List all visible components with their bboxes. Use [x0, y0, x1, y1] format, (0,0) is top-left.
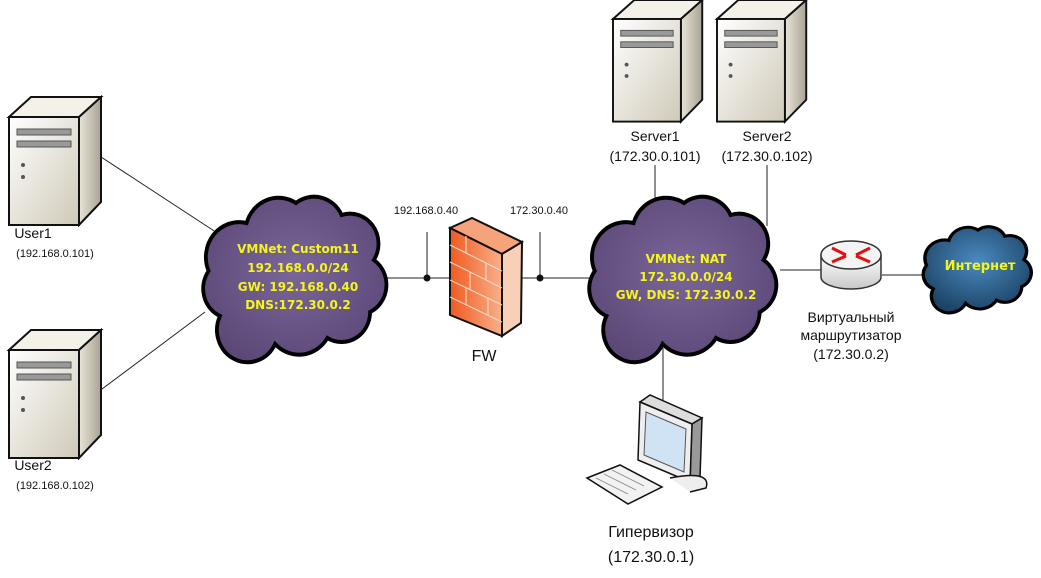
- server2-ip: (172.30.0.102): [721, 148, 812, 164]
- nat-cloud-line: GW, DNS: 172.30.0.2: [616, 288, 757, 302]
- user1-ip: (192.168.0.101): [16, 248, 94, 260]
- nat-cloud-line: 172.30.0.0/24: [639, 270, 732, 284]
- server-tower-icon: [612, 0, 704, 123]
- router-ip: (172.30.0.2): [813, 346, 889, 362]
- fw-in-dot: [423, 274, 431, 282]
- nat-cloud[interactable]: VMNet: NAT 172.30.0.0/24 GW, DNS: 172.30…: [587, 194, 779, 365]
- server2-node[interactable]: Server2 (172.30.0.102): [716, 0, 813, 164]
- router-icon: [820, 240, 882, 290]
- server-tower-icon: [716, 0, 808, 123]
- fw-label: FW: [472, 348, 498, 365]
- firewall-node[interactable]: 192.168.0.40 172.30.0.40 FW: [394, 205, 568, 365]
- internet-node[interactable]: Интернет: [921, 225, 1033, 315]
- lan-cloud-line: 192.168.0.0/24: [247, 261, 349, 275]
- lan-cloud-line: DNS:172.30.0.2: [245, 298, 351, 312]
- server2-label: Server2: [742, 128, 791, 144]
- lan-cloud-line: VMNet: Custom11: [237, 242, 359, 256]
- fw-out-dot: [536, 274, 544, 282]
- nat-cloud-line: VMNet: NAT: [646, 252, 728, 266]
- workstation-icon: [585, 394, 708, 505]
- server1-label: Server1: [630, 128, 679, 144]
- lan-cloud-line: GW: 192.168.0.40: [238, 280, 359, 294]
- user1-label: User1: [14, 225, 52, 241]
- links: [97, 154, 922, 402]
- server-tower-icon: [8, 329, 102, 459]
- fw-ip-out: 172.30.0.40: [510, 205, 568, 217]
- internet-label: Интернет: [945, 259, 1016, 274]
- router-label: маршрутизатор: [800, 327, 901, 343]
- router-node[interactable]: Виртуальный маршрутизатор (172.30.0.2): [800, 240, 902, 362]
- hypervisor-ip: (172.30.0.1): [608, 549, 694, 566]
- server1-node[interactable]: Server1 (172.30.0.101): [609, 0, 704, 164]
- user1-node[interactable]: User1 (192.168.0.101): [8, 96, 102, 260]
- lan-cloud[interactable]: VMNet: Custom11 192.168.0.0/24 GW: 192.1…: [201, 194, 389, 365]
- link-user1-lan: [97, 154, 229, 241]
- server-tower-icon: [8, 96, 102, 226]
- fw-ip-in: 192.168.0.40: [394, 205, 458, 217]
- link-user2-lan: [97, 311, 206, 393]
- server1-ip: (172.30.0.101): [609, 148, 700, 164]
- hypervisor-label: Гипервизор: [608, 524, 694, 541]
- firewall-icon: [447, 216, 525, 338]
- router-label: Виртуальный: [808, 309, 895, 325]
- hypervisor-node[interactable]: Гипервизор (172.30.0.1): [585, 394, 708, 566]
- user2-node[interactable]: User2 (192.168.0.102): [8, 329, 102, 492]
- user2-ip: (192.168.0.102): [16, 480, 94, 492]
- user2-label: User2: [14, 457, 52, 473]
